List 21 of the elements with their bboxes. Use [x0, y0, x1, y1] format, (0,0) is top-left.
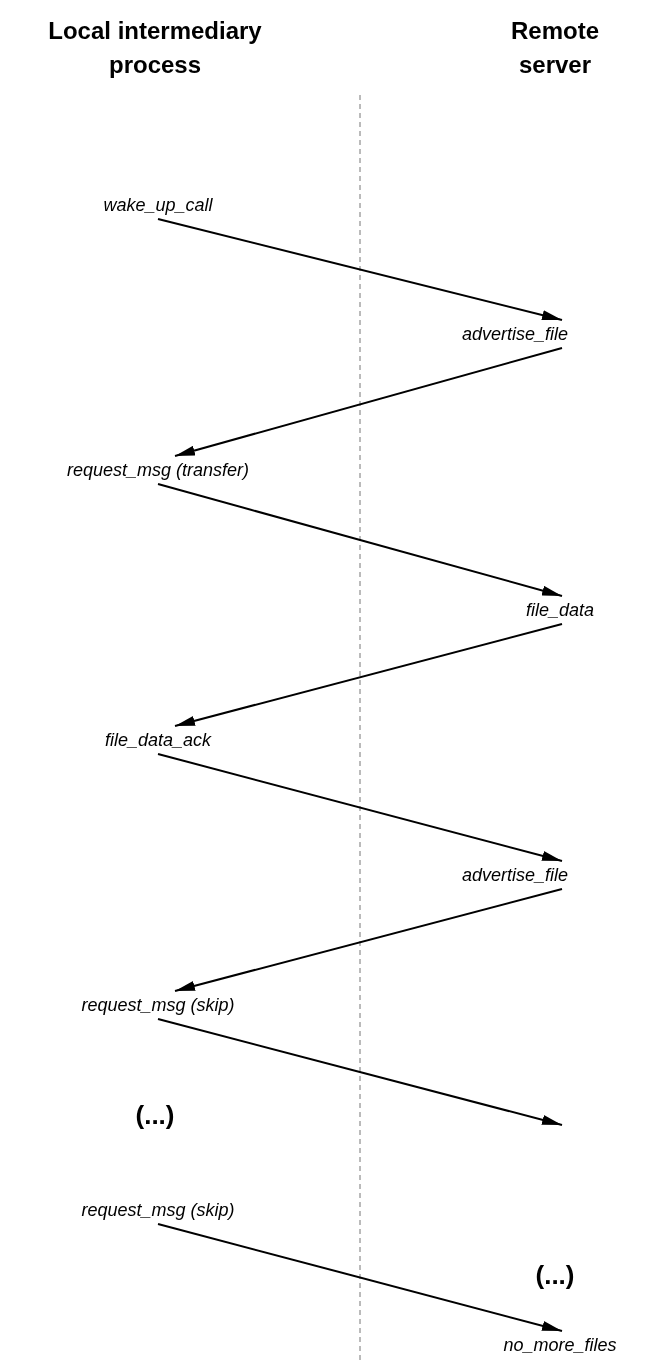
- arrow: [157, 483, 563, 597]
- message-label: request_msg (transfer): [66, 460, 250, 480]
- message-label: wake_up_call: [103, 195, 213, 215]
- message-label: advertise_file: [461, 865, 569, 885]
- arrow: [157, 218, 563, 321]
- arrow: [174, 623, 563, 727]
- arrow: [157, 753, 563, 862]
- arrow: [157, 1223, 563, 1332]
- message-label: file_data_ack: [104, 730, 212, 750]
- ellipsis-text: (...): [134, 1099, 176, 1132]
- column-heading: Remote server: [510, 16, 600, 80]
- column-heading: Local intermediary process: [47, 16, 263, 80]
- message-label: advertise_file: [461, 324, 569, 344]
- message-label: request_msg (skip): [81, 995, 235, 1015]
- arrow: [174, 888, 563, 992]
- arrow: [157, 1018, 563, 1126]
- message-label: file_data: [525, 600, 595, 620]
- message-label: request_msg (skip): [81, 1200, 235, 1220]
- ellipsis-text: (...): [534, 1259, 576, 1292]
- arrow: [174, 347, 563, 457]
- message-label: no_more_files: [503, 1335, 617, 1355]
